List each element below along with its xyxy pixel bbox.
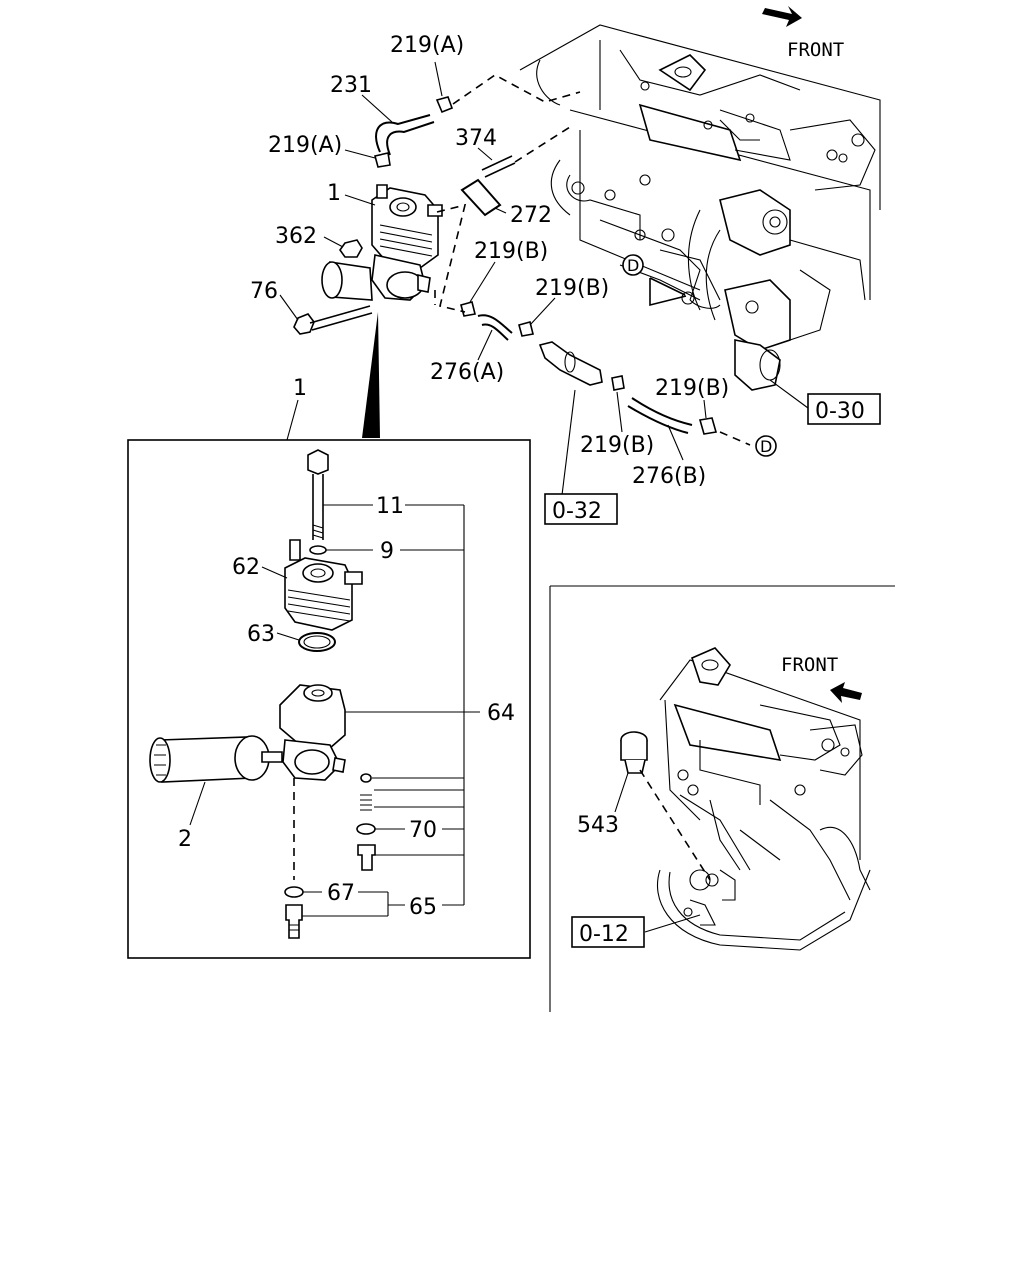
ref-0-32-text: 0-32	[552, 499, 602, 524]
detail-box	[127, 439, 531, 959]
label-9: 9	[380, 539, 394, 564]
marker-d-upper: D	[622, 254, 644, 276]
label-1-top: 1	[327, 181, 341, 206]
ref-0-12-text: 0-12	[579, 922, 629, 947]
label-65: 65	[409, 895, 437, 920]
label-231: 231	[330, 73, 372, 98]
label-63: 63	[247, 622, 275, 647]
arrow-left-icon	[830, 682, 862, 703]
marker-d-upper-text: D	[627, 256, 639, 275]
label-1-detail: 1	[293, 376, 307, 401]
label-219a-top: 219(A)	[390, 33, 464, 58]
inset-engine-drawing	[620, 647, 871, 951]
label-219a-mid: 219(A)	[268, 133, 342, 158]
engine-block-drawing	[519, 24, 881, 391]
label-276b: 276(B)	[632, 464, 706, 489]
label-219b-4: 219(B)	[580, 433, 654, 458]
front-label-top: FRONT	[787, 39, 844, 61]
label-219b-2: 219(B)	[535, 276, 609, 301]
label-64: 64	[487, 701, 515, 726]
marker-d-lower: D	[755, 435, 777, 457]
label-2: 2	[178, 827, 192, 852]
label-219b-1: 219(B)	[474, 239, 548, 264]
label-62: 62	[232, 555, 260, 580]
label-76: 76	[250, 279, 278, 304]
arrow-right-down-icon	[762, 6, 802, 27]
label-276a: 276(A)	[430, 360, 504, 385]
ref-box-0-12[interactable]: 0-12	[571, 916, 645, 948]
ref-0-30-text: 0-30	[815, 399, 865, 424]
label-362: 362	[275, 224, 317, 249]
ref-box-0-30[interactable]: 0-30	[807, 393, 881, 425]
label-219b-3: 219(B)	[655, 376, 729, 401]
label-11: 11	[376, 494, 404, 519]
triangle-pointer-icon	[362, 312, 380, 438]
front-indicator-top: FRONT	[762, 6, 844, 61]
detail-leader-lines	[189, 504, 480, 917]
exploded-parts-drawing	[149, 449, 376, 939]
oil-cooler-assembly	[293, 74, 751, 446]
front-label-inset: FRONT	[781, 654, 838, 676]
label-543: 543	[577, 813, 619, 838]
label-67: 67	[327, 881, 355, 906]
front-indicator-inset: FRONT	[781, 654, 862, 703]
ref-box-0-32[interactable]: 0-32	[544, 493, 618, 525]
marker-d-lower-text: D	[760, 437, 772, 456]
label-374: 374	[455, 126, 497, 151]
label-272: 272	[510, 203, 552, 228]
upper-leader-lines	[279, 61, 809, 496]
label-70: 70	[409, 818, 437, 843]
